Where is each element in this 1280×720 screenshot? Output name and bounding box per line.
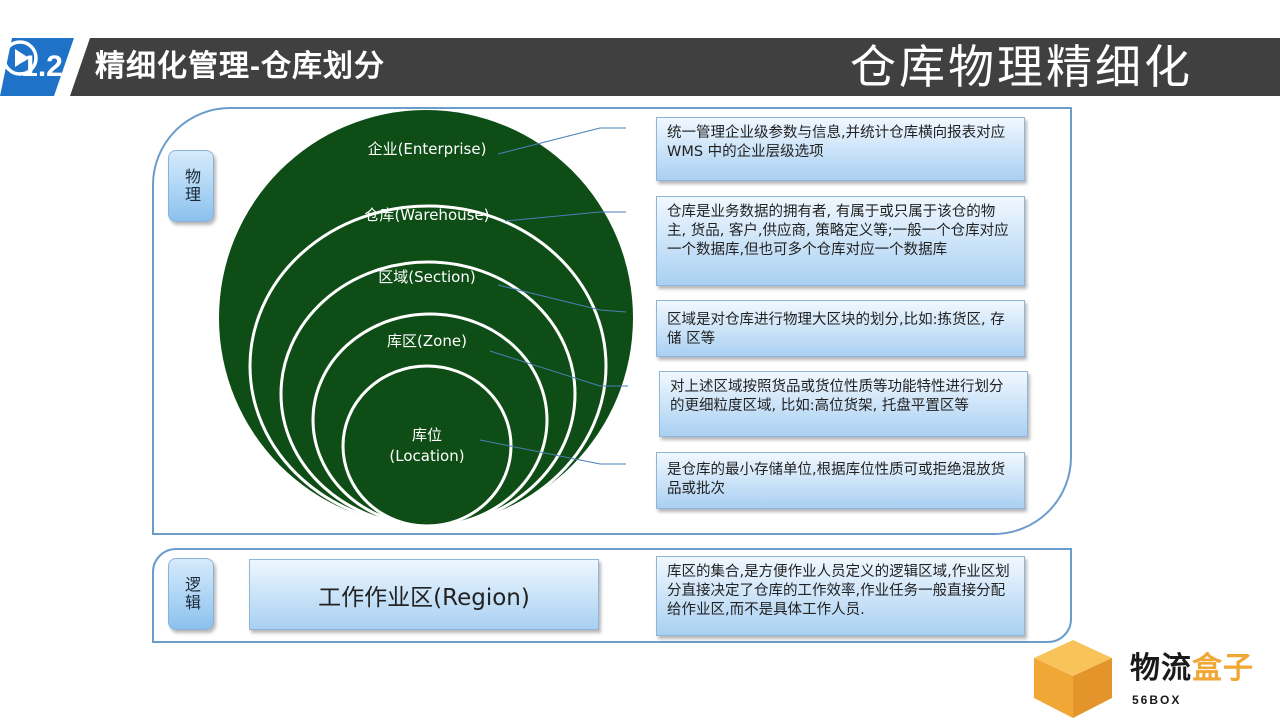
desc-section: 区域是对仓库进行物理大区块的划分,比如:拣货区, 存储 区等 (656, 300, 1025, 357)
region-label: 工作作业区(Region) (318, 584, 530, 611)
logical-frame (152, 548, 1072, 643)
header-right-title: 仓库物理精细化 (850, 40, 1193, 94)
level-label-zone: 库区(Zone) (387, 332, 467, 350)
desc-zone: 对上述区域按照货品或货位性质等功能特性进行划分的更细粒度区域, 比如:高位货架,… (659, 371, 1028, 437)
level-label-warehouse: 仓库(Warehouse) (364, 206, 490, 224)
section-number: 1.2 (21, 50, 63, 83)
level-label-section: 区域(Section) (378, 268, 476, 286)
connector-enterprise (497, 127, 626, 155)
physical-tag: 物理 (168, 150, 214, 222)
logo-subtext: 56BOX (1132, 693, 1182, 707)
box-logo-icon (1034, 640, 1112, 718)
level-label-location: 库位 (Location) (389, 426, 465, 465)
physical-frame (152, 107, 1072, 535)
level-label-enterprise: 企业(Enterprise) (367, 140, 487, 158)
header-bar: 1.2 精细化管理-仓库划分 仓库物理精细化 (0, 38, 1280, 96)
desc-location: 是仓库的最小存储单位,根据库位性质可或拒绝混放货品或批次 (656, 452, 1025, 509)
region-box: 工作作业区(Region) (249, 559, 599, 630)
desc-region: 库区的集合,是方便作业人员定义的逻辑区域,作业区划分直接决定了仓库的工作效率,作… (656, 556, 1025, 636)
header-divider (54, 38, 84, 96)
connector-zone (489, 350, 628, 387)
connector-warehouse (504, 211, 626, 222)
connector-location (479, 439, 626, 465)
section-title: 精细化管理-仓库划分 (95, 50, 385, 83)
desc-warehouse: 仓库是业务数据的拥有者, 有属于或只属于该仓的物主, 货品, 客户,供应商, 策… (656, 196, 1025, 286)
header-shapes (0, 38, 1280, 96)
desc-enterprise: 统一管理企业级参数与信息,并统计仓库横向报表对应WMS 中的企业层级选项 (656, 117, 1025, 181)
logical-tag: 逻辑 (168, 558, 214, 630)
logo-text-main: 物流 (1130, 651, 1192, 686)
logo-text-accent: 盒子 (1192, 651, 1254, 686)
connector-section (497, 284, 627, 313)
play-circle-icon[interactable] (0, 38, 40, 78)
header-dark-band (70, 38, 1280, 96)
logo-text: 物流盒子 (1130, 652, 1254, 686)
